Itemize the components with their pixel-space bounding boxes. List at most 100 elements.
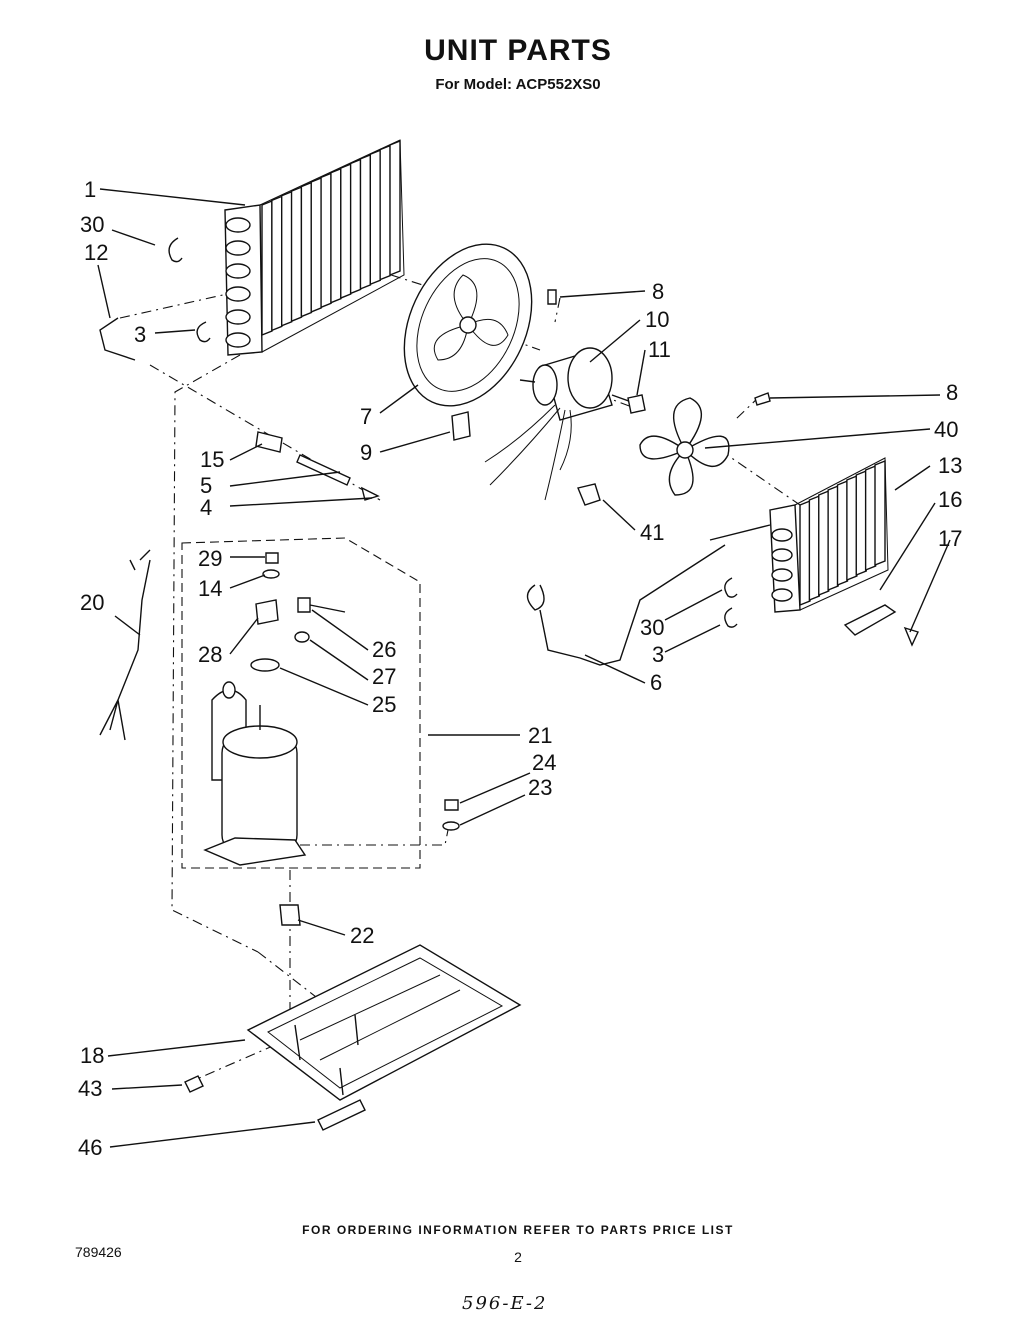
clip-30-left <box>168 237 183 263</box>
coil-fin <box>349 158 362 295</box>
capillary-tube <box>296 454 351 486</box>
callout-label: 26 <box>372 637 396 662</box>
fan-shroud <box>403 243 533 407</box>
callout-label: 14 <box>198 576 222 601</box>
base-pan <box>246 944 522 1101</box>
callout-label: 21 <box>528 723 552 748</box>
callout-label: 23 <box>528 775 552 800</box>
handwritten-note: 596-E-2 <box>462 1293 548 1314</box>
callout-label: 1 <box>84 177 96 202</box>
nut-29 <box>265 552 279 564</box>
set-screw-upper <box>547 289 557 305</box>
fan-motor <box>484 347 641 501</box>
nut-24 <box>444 799 459 811</box>
base-rail-46 <box>317 1099 366 1131</box>
wire-harness <box>99 549 151 741</box>
callout-label: 46 <box>78 1135 102 1160</box>
bracket <box>843 604 897 636</box>
coil-fin <box>261 199 273 337</box>
leader-lines <box>97 188 951 1148</box>
shroud-clip <box>451 411 471 441</box>
coil-fin <box>369 149 382 286</box>
grommet-22 <box>279 904 301 926</box>
set-screw-lower <box>754 392 771 406</box>
strainer <box>255 431 283 453</box>
coil-fin <box>846 474 858 582</box>
callout-label: 9 <box>360 440 372 465</box>
motor-nut <box>627 394 646 414</box>
callout-label: 8 <box>652 279 664 304</box>
callout-label: 43 <box>78 1076 102 1101</box>
coil-fin <box>874 459 886 567</box>
model-subtitle: For Model: ACP552XS0 <box>435 76 601 93</box>
coil-fin <box>340 163 352 300</box>
callout-label: 20 <box>80 590 104 615</box>
coil-fin <box>855 469 867 577</box>
callout-label: 16 <box>938 487 962 512</box>
page-title: UNIT PARTS <box>424 34 612 67</box>
callout-label: 10 <box>645 307 669 332</box>
terminal-cover-28 <box>255 599 279 625</box>
callout-label: 7 <box>360 404 372 429</box>
callout-label: 40 <box>934 417 958 442</box>
coil-fin <box>271 195 283 332</box>
overload-26 <box>297 597 346 613</box>
compressor <box>203 681 307 866</box>
compressor-group-boundary <box>181 537 421 869</box>
callout-label: 12 <box>84 240 108 265</box>
callout-label: 5 <box>200 473 212 498</box>
callout-label: 18 <box>80 1043 104 1068</box>
blower-fan-blade <box>639 397 730 496</box>
coil-fin <box>330 167 342 304</box>
grommet-27 <box>294 631 310 643</box>
condenser-coil <box>224 139 405 356</box>
coil-fin <box>320 172 332 309</box>
callout-label: 29 <box>198 546 222 571</box>
wire-clip <box>577 483 601 506</box>
callout-label: 4 <box>200 495 212 520</box>
washer-23 <box>442 821 460 831</box>
gasket-25 <box>250 658 280 672</box>
drain-plug-43 <box>184 1075 204 1093</box>
clip-3-left <box>196 321 211 343</box>
coil-fin <box>818 489 830 597</box>
coil-fin <box>827 484 839 592</box>
coil-fin <box>290 186 303 323</box>
coil-fin <box>799 499 811 607</box>
washer-14 <box>262 569 280 579</box>
coil-fin <box>389 139 401 277</box>
callout-label: 6 <box>650 670 662 695</box>
callout-label: 24 <box>532 750 556 775</box>
callout-label: 8 <box>946 380 958 405</box>
callout-label: 30 <box>640 615 664 640</box>
callout-label: 17 <box>938 526 962 551</box>
callout-label: 3 <box>134 322 146 347</box>
page-number: 2 <box>514 1249 522 1265</box>
callout-label: 15 <box>200 447 224 472</box>
capillary-tube-left <box>99 317 136 361</box>
evaporator-coil <box>769 457 889 613</box>
callout-label: 13 <box>938 453 962 478</box>
clip-3-right <box>724 607 738 628</box>
coil-return-bends <box>225 217 251 348</box>
callout-label: 41 <box>640 520 664 545</box>
coil-fin <box>310 176 322 313</box>
coil-fin <box>359 153 372 290</box>
callout-label: 3 <box>652 642 664 667</box>
callout-label: 11 <box>648 337 671 362</box>
callout-label: 27 <box>372 664 396 689</box>
screw-17 <box>903 626 919 647</box>
ordering-note: FOR ORDERING INFORMATION REFER TO PARTS … <box>302 1223 734 1237</box>
clip-30-right <box>724 577 738 598</box>
callout-label: 22 <box>350 923 374 948</box>
coil-fin <box>808 494 821 602</box>
callout-label: 25 <box>372 692 396 717</box>
coil-fin <box>379 144 391 281</box>
document-number: 789426 <box>75 1244 122 1260</box>
callout-label: 28 <box>198 642 222 667</box>
suction-tube <box>526 544 726 666</box>
coil-fin <box>864 464 877 572</box>
